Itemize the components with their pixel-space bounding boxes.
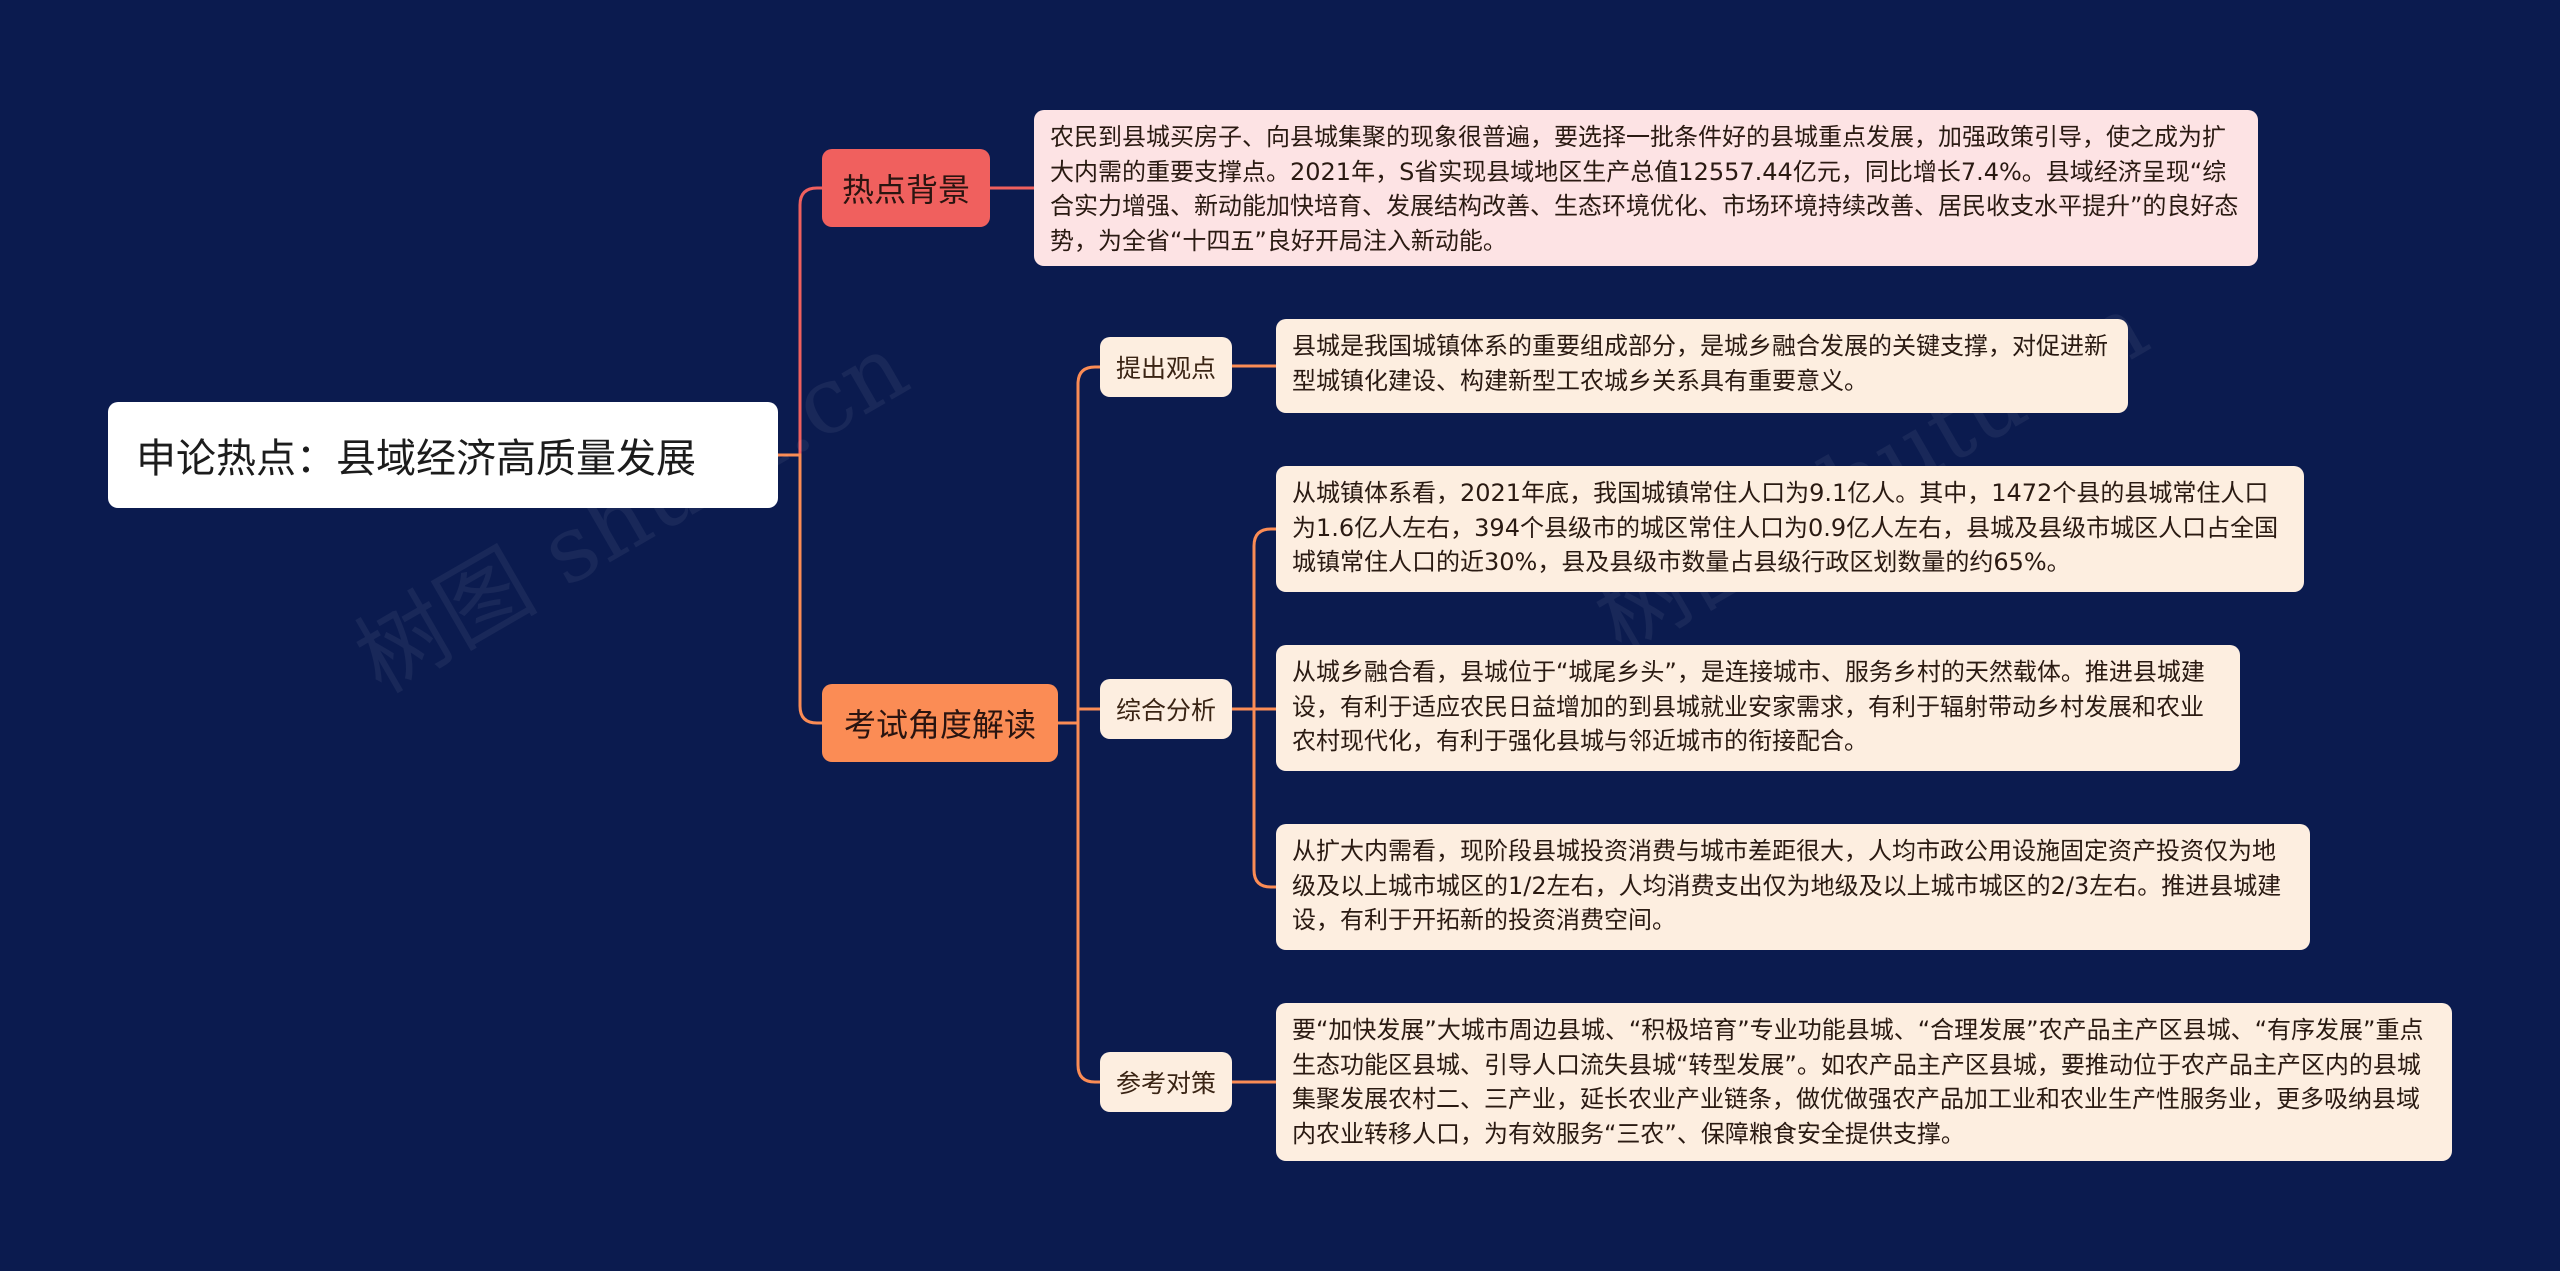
root-topic-label: 申论热点：县域经济高质量发展 bbox=[136, 436, 696, 482]
subtopic-analysis[interactable]: 综合分析 bbox=[1100, 679, 1232, 739]
analysis-item-body: 从城镇体系看，2021年底，我国城镇常住人口为9.1亿人。其中，1472个县的县… bbox=[1292, 479, 2279, 576]
hot-background-text[interactable]: 农民到县城买房子、向县城集聚的现象很普遍，要选择一批条件好的县城重点发展，加强政… bbox=[1034, 110, 2258, 266]
countermeasure-text-body: 要“加快发展”大城市周边县城、“积极培育”专业功能县城、“合理发展”农产品主产区… bbox=[1292, 1016, 2424, 1148]
subtopic-viewpoint-label: 提出观点 bbox=[1115, 354, 1216, 383]
branch-exam-interpretation[interactable]: 考试角度解读 bbox=[822, 684, 1058, 762]
subtopic-analysis-label: 综合分析 bbox=[1115, 696, 1216, 725]
analysis-item[interactable]: 从扩大内需看，现阶段县城投资消费与城市差距很大，人均市政公用设施固定资产投资仅为… bbox=[1276, 824, 2310, 950]
hot-background-text-body: 农民到县城买房子、向县城集聚的现象很普遍，要选择一批条件好的县城重点发展，加强政… bbox=[1050, 123, 2239, 255]
connector-exam-to-viewpoint bbox=[1056, 365, 1102, 725]
countermeasure-text[interactable]: 要“加快发展”大城市周边县城、“积极培育”专业功能县城、“合理发展”农产品主产区… bbox=[1276, 1003, 2452, 1161]
subtopic-viewpoint[interactable]: 提出观点 bbox=[1100, 337, 1232, 397]
branch-hot-background-label: 热点背景 bbox=[841, 171, 970, 209]
viewpoint-text[interactable]: 县城是我国城镇体系的重要组成部分，是城乡融合发展的关键支撑，对促进新型城镇化建设… bbox=[1276, 319, 2128, 413]
root-topic[interactable]: 申论热点：县域经济高质量发展 bbox=[108, 402, 778, 508]
analysis-item[interactable]: 从城乡融合看，县城位于“城尾乡头”，是连接城市、服务乡村的天然载体。推进县城建设… bbox=[1276, 645, 2240, 771]
connector-exam-to-analysis bbox=[1056, 707, 1102, 725]
connector-analysis-to-item-1 bbox=[1230, 527, 1278, 711]
analysis-item-body: 从城乡融合看，县城位于“城尾乡头”，是连接城市、服务乡村的天然载体。推进县城建设… bbox=[1292, 658, 2205, 755]
branch-hot-background[interactable]: 热点背景 bbox=[822, 149, 990, 227]
connector-analysis-to-item-3 bbox=[1230, 707, 1278, 889]
viewpoint-text-body: 县城是我国城镇体系的重要组成部分，是城乡融合发展的关键支撑，对促进新型城镇化建设… bbox=[1292, 332, 2108, 395]
analysis-item[interactable]: 从城镇体系看，2021年底，我国城镇常住人口为9.1亿人。其中，1472个县的县… bbox=[1276, 466, 2304, 592]
analysis-item-body: 从扩大内需看，现阶段县城投资消费与城市差距很大，人均市政公用设施固定资产投资仅为… bbox=[1292, 837, 2282, 934]
connector-exam-to-countermeasure bbox=[1056, 721, 1102, 1084]
subtopic-countermeasure[interactable]: 参考对策 bbox=[1100, 1052, 1232, 1112]
connector-root-to-exam bbox=[776, 453, 824, 725]
branch-exam-interpretation-label: 考试角度解读 bbox=[843, 706, 1036, 744]
connector-root-to-background bbox=[776, 186, 824, 457]
subtopic-countermeasure-label: 参考对策 bbox=[1115, 1069, 1216, 1098]
